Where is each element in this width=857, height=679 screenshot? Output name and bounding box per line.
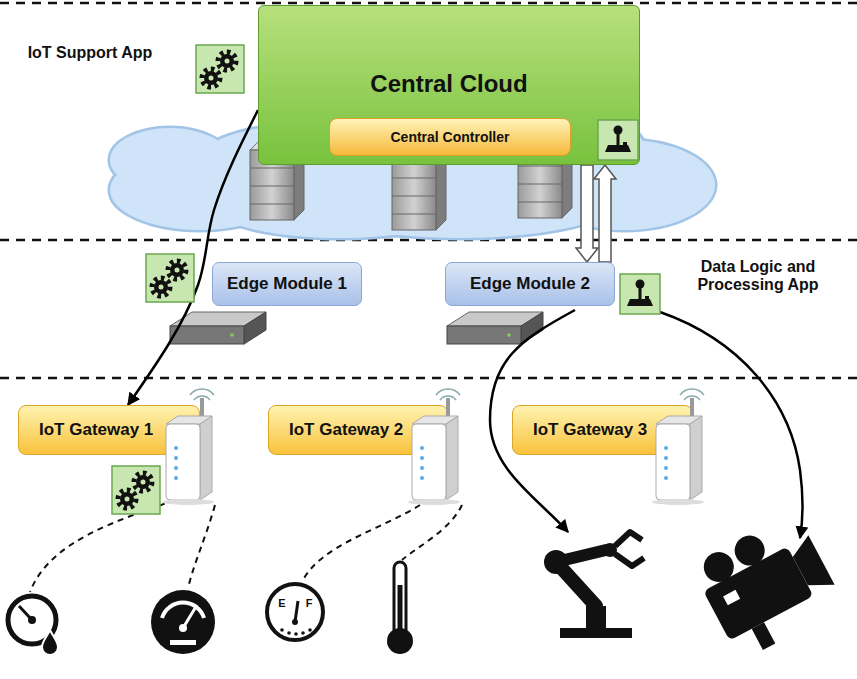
fuel-gauge-icon (301, 631, 305, 635)
server-symbol (392, 178, 436, 214)
gateway-box: IoT Gateway 1 (18, 405, 200, 455)
dial-meter-icon (151, 590, 215, 654)
router-symbol (652, 389, 704, 505)
app-icon (196, 45, 244, 93)
thermometer-icon (394, 562, 406, 636)
thermometer-icon (387, 628, 413, 654)
fuel-gauge-icon (267, 584, 323, 640)
video-camera-icon (729, 530, 770, 571)
video-camera-icon (752, 622, 776, 650)
layer-separators (0, 3, 857, 378)
node-label: IoT Gateway 3 (533, 420, 647, 440)
server-symbol (250, 168, 294, 204)
app-label: Data Logic and Processing App (672, 258, 844, 295)
robot-arm-icon (552, 558, 560, 566)
robot-arm-icon (556, 550, 606, 562)
fuel-gauge-icon (308, 628, 312, 632)
gauge-mark: E (276, 597, 288, 610)
edge-device (521, 312, 543, 344)
dial-meter-icon (179, 624, 187, 632)
fuel-gauge-icon (292, 619, 298, 625)
node-label: Edge Module 2 (470, 274, 590, 294)
gauge-mark: F (303, 597, 315, 610)
pressure-gauge-icon (8, 596, 58, 655)
edge-device (447, 326, 521, 344)
device-link (490, 310, 803, 538)
dial-meter-icon (162, 603, 204, 618)
app-label: IoT Support App (20, 44, 160, 62)
cloud-box: Central CloudCentral Controller (258, 5, 640, 165)
robot-arm-icon (556, 562, 596, 606)
node-label: Edge Module 1 (227, 274, 347, 294)
edge-device (447, 312, 543, 344)
dial-meter-icon (151, 590, 215, 654)
app-icon (620, 274, 660, 314)
thermometer-icon (398, 585, 403, 636)
robot-arm-icon (560, 628, 632, 638)
video-camera-icon (690, 510, 846, 662)
sensor-link (30, 500, 462, 592)
app-icon (598, 120, 638, 160)
server-symbol (518, 166, 562, 202)
edge-device (507, 333, 511, 337)
sync-arrows (576, 165, 598, 262)
gateway-box: IoT Gateway 3 (512, 405, 693, 455)
pressure-gauge-icon (42, 630, 58, 655)
app-icon (146, 254, 194, 302)
sensor-link (402, 505, 462, 560)
robot-arm-icon (544, 532, 644, 638)
edge-device (244, 312, 266, 344)
dial-meter-icon (170, 640, 196, 645)
fuel-gauge-icon (287, 631, 291, 635)
edge-device (230, 333, 234, 337)
sync-arrows (576, 165, 616, 262)
layer-separators (0, 2, 857, 5)
node-label: IoT Gateway 1 (39, 420, 153, 440)
fuel-gauge-icon (294, 632, 298, 636)
video-camera-icon (703, 546, 813, 640)
robot-arm-icon (615, 532, 644, 566)
video-camera-icon (699, 547, 740, 588)
router-symbol (408, 389, 460, 505)
pressure-gauge-icon (19, 606, 32, 620)
edge-module-box: Edge Module 1 (212, 262, 362, 306)
server-symbol (392, 160, 436, 230)
fuel-gauge-icon (267, 584, 323, 640)
sensor-link (302, 505, 420, 582)
dial-meter-icon (183, 605, 197, 628)
video-camera-icon (787, 535, 834, 596)
app-icon (112, 466, 160, 514)
robot-arm-icon (544, 550, 568, 574)
node-label: Central Cloud (370, 70, 527, 98)
edge-device (170, 312, 266, 326)
edge-module-box: Edge Module 2 (445, 262, 615, 306)
layer-separators (0, 377, 857, 380)
sensor-link (30, 500, 175, 592)
robot-arm-icon (586, 606, 606, 630)
router-symbol (162, 389, 214, 505)
fuel-gauge-icon (280, 628, 312, 636)
robot-arm-icon (603, 543, 617, 557)
gateway-box: IoT Gateway 2 (268, 405, 448, 455)
sync-arrows (594, 165, 616, 262)
fuel-gauge-icon (280, 628, 284, 632)
controller-box: Central Controller (329, 118, 571, 156)
deploy-arrow (128, 110, 258, 405)
pressure-gauge-icon (8, 596, 56, 644)
deploy-arrow (128, 110, 258, 405)
edge-device (170, 326, 244, 344)
fuel-gauge-icon (295, 601, 298, 622)
pressure-gauge-icon (28, 616, 36, 624)
video-camera-icon (723, 590, 740, 605)
sensor-link (188, 505, 215, 588)
node-label: Central Controller (390, 129, 509, 145)
layer-separators (0, 239, 857, 242)
node-label: IoT Gateway 2 (289, 420, 403, 440)
edge-device (447, 312, 543, 326)
edge-device (170, 312, 266, 344)
thermometer-icon (387, 562, 413, 654)
